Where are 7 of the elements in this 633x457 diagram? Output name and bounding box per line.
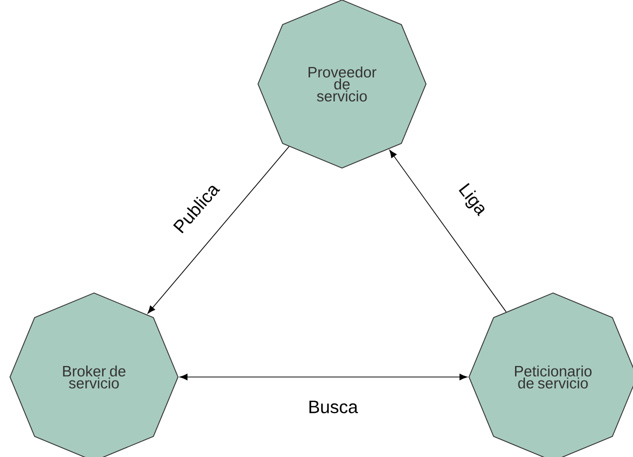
octagon-node: Peticionario de servicio xyxy=(468,292,633,457)
edge-label: Busca xyxy=(307,400,360,414)
arrow xyxy=(389,150,507,312)
octagon-node: Proveedor de servicio xyxy=(258,0,426,168)
octagon-node: Broker de servicio xyxy=(10,292,178,457)
arrow xyxy=(148,146,290,314)
arrow xyxy=(180,374,468,380)
